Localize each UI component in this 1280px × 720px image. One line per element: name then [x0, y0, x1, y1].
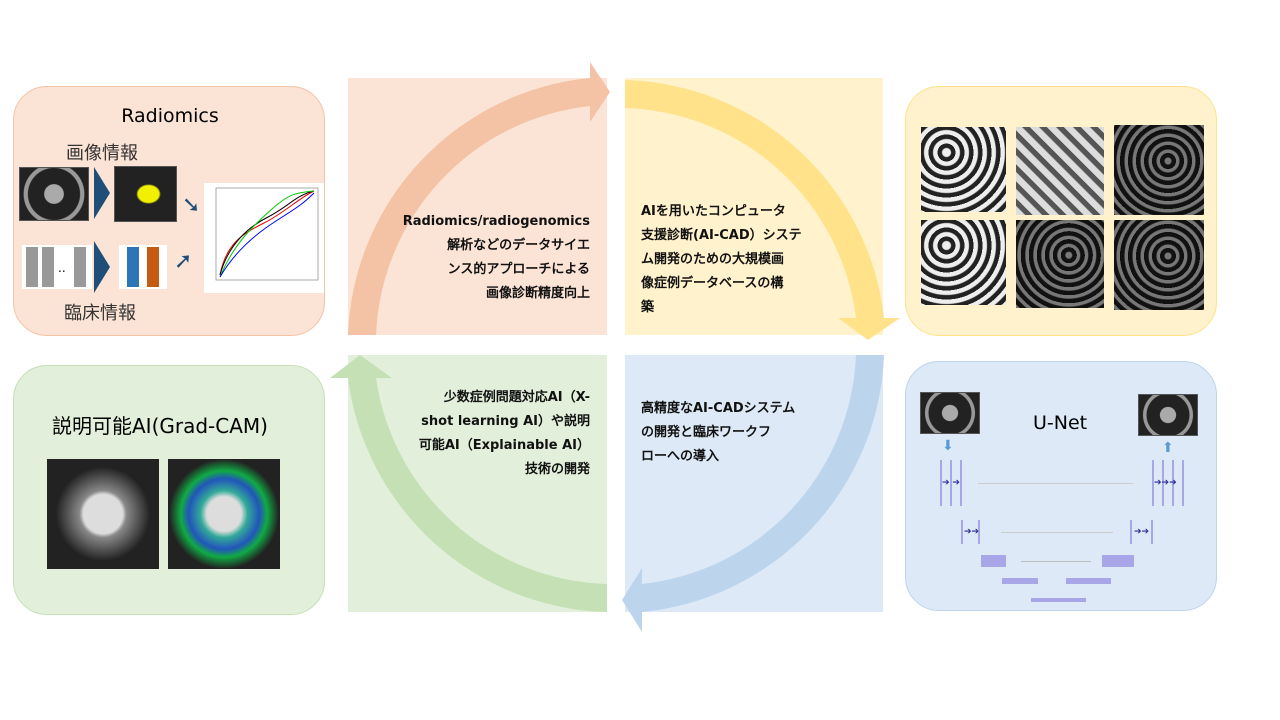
text-top-left: Radiomics/radiogenomics 解析などのデータサイエ ンス的ア… [370, 210, 590, 306]
roc-curve-chart [204, 183, 324, 293]
patients-selected-icon [119, 245, 167, 289]
unet-title: U-Net [1033, 412, 1088, 434]
text-bottom-right: 高精度なAI-CADシステム の開発と臨床ワークフ ローへの導入 [641, 397, 871, 469]
radiomics-title: Radiomics [121, 105, 219, 127]
arrow-diagonal-icon: ➚ [174, 249, 193, 274]
arrow-top-right [625, 80, 900, 340]
output-segmentation-image [1138, 394, 1198, 436]
line: shot learning AI）や説明 [421, 414, 590, 429]
dataset-image [921, 220, 1006, 305]
line: ム開発のための大規模画 [641, 252, 785, 267]
line: Radiomics/radiogenomics [402, 214, 590, 229]
clinical-info-label: 臨床情報 [64, 303, 136, 324]
xai-title: 説明可能AI(Grad-CAM) [52, 414, 268, 438]
arrow-right-icon [94, 241, 110, 293]
arrow-bottom-left [330, 355, 607, 612]
arrow-up-icon: ⬆ [1162, 440, 1174, 456]
line: の開発と臨床ワークフ [641, 425, 772, 440]
arrow-top-left [348, 62, 610, 335]
line: ローへの導入 [641, 449, 720, 464]
line: ンス的アプローチによる [447, 262, 590, 277]
arrow-right-icon [94, 167, 110, 219]
ct-nodule-image [47, 459, 159, 569]
dataset-image [1016, 220, 1104, 308]
line: 像症例データベースの構 [641, 276, 784, 291]
line: 支援診断(AI-CAD）システ [641, 228, 802, 243]
unet-panel: U-Net ⬇ ⬆ ➔ ➔ ➔➔➔ ➔➔ ➔➔ [905, 361, 1217, 611]
dataset-image [1114, 220, 1204, 310]
dataset-panel [905, 86, 1217, 336]
patients-gray-icon: .. [22, 245, 92, 289]
ct-chest-image [19, 167, 89, 221]
dataset-image [1016, 127, 1104, 215]
grad-cam-heatmap-image [168, 459, 280, 569]
text-bottom-left: 少数症例問題対応AI（X- shot learning AI）や説明 可能AI（… [370, 386, 590, 482]
dataset-image [921, 127, 1006, 212]
text-top-right: AIを用いたコンピュータ 支援診断(AI-CAD）システ ム開発のための大規模画… [641, 200, 871, 320]
image-info-label: 画像情報 [66, 143, 138, 164]
dataset-image [1114, 125, 1204, 215]
line: 画像診断精度向上 [485, 286, 590, 301]
arrow-bottom-right [622, 355, 884, 632]
line: 解析などのデータサイエ [447, 238, 590, 253]
arrow-down-icon: ⬇ [942, 438, 954, 454]
xai-panel: 説明可能AI(Grad-CAM) [13, 365, 325, 615]
line: 少数症例問題対応AI（X- [443, 390, 590, 405]
radiomics-panel: Radiomics 画像情報 ➘ .. ➚ 臨床情報 [13, 86, 325, 336]
line: 築 [641, 300, 655, 315]
segmented-lesion-image [114, 166, 177, 222]
line: AIを用いたコンピュータ [641, 204, 786, 219]
line: 高精度なAI-CADシステム [641, 401, 796, 416]
line: 技術の開発 [524, 462, 590, 477]
line: 可能AI（Explainable AI） [418, 438, 590, 453]
input-ct-image [920, 392, 980, 434]
arrow-diagonal-icon: ➘ [182, 193, 201, 218]
